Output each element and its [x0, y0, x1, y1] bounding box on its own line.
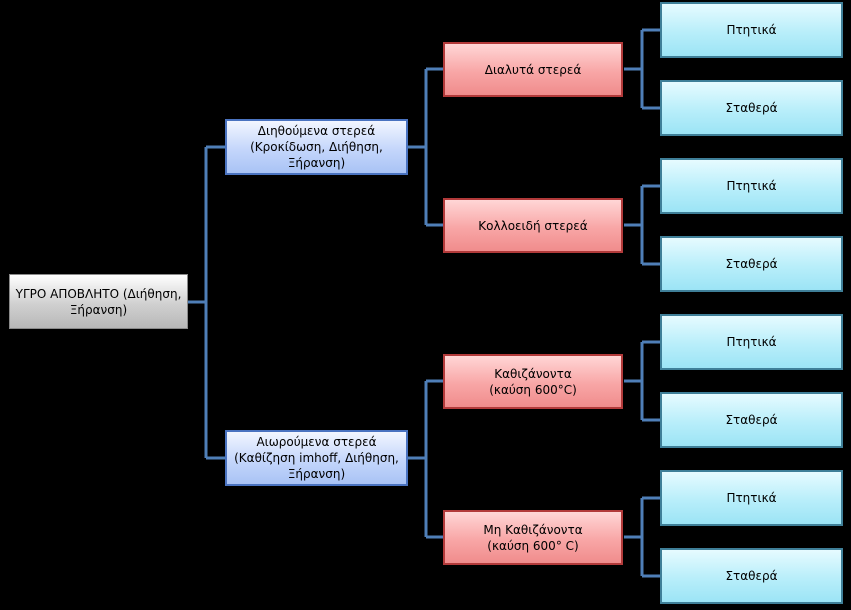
connector-dissolved-branch [408, 67, 443, 227]
settleable-solids-label: Καθιζάνοντα (καύση 600°C) [489, 366, 577, 397]
settleable-fixed-label: Σταθερά [725, 413, 778, 427]
node-colloidal-solids: Κολλοειδή στερεά [443, 198, 623, 253]
colloidal-fixed-label: Σταθερά [725, 257, 778, 271]
suspended-solids-label: Αιωρούμενα στερεά (Καθίζηση imhoff, Διήθ… [234, 435, 399, 481]
node-settleable-solids: Καθιζάνοντα (καύση 600°C) [443, 354, 623, 409]
node-filterable-solids: Διηθούμενα στερεά (Κροκίδωση, Διήθηση, Ξ… [225, 119, 408, 175]
node-colloidal-fixed: Σταθερά [660, 236, 843, 292]
node-colloidal-volatile: Πτητικά [660, 158, 843, 214]
non-settleable-solids-label: Μη Καθιζάνοντα (καύση 600° C) [483, 522, 583, 553]
dissolved-fixed-label: Σταθερά [725, 101, 778, 115]
node-dissolved-volatile: Πτητικά [660, 2, 843, 58]
connector-settleable-leaves [624, 340, 660, 422]
connector-non-settleable-leaves [624, 496, 660, 578]
filterable-solids-label: Διηθούμενα στερεά (Κροκίδωση, Διήθηση, Ξ… [250, 124, 383, 170]
non-settleable-volatile-label: Πτητικά [726, 491, 777, 505]
node-suspended-solids: Αιωρούμενα στερεά (Καθίζηση imhoff, Διήθ… [225, 430, 408, 486]
connector-root-trunk [188, 145, 225, 460]
colloidal-volatile-label: Πτητικά [726, 179, 777, 193]
connector-suspended-branch [408, 379, 443, 539]
non-settleable-fixed-label: Σταθερά [725, 569, 778, 583]
node-dissolved-fixed: Σταθερά [660, 80, 843, 136]
root-label: ΥΓΡΟ ΑΠΟΒΛΗΤΟ (Διήθηση, Ξήρανση) [15, 286, 182, 317]
node-settleable-volatile: Πτητικά [660, 314, 843, 370]
connector-dissolved-leaves [624, 28, 660, 110]
settleable-volatile-label: Πτητικά [726, 335, 777, 349]
colloidal-solids-label: Κολλοειδή στερεά [478, 218, 588, 233]
connector-colloidal-leaves [624, 184, 660, 266]
node-settleable-fixed: Σταθερά [660, 392, 843, 448]
dissolved-volatile-label: Πτητικά [726, 23, 777, 37]
node-non-settleable-solids: Μη Καθιζάνοντα (καύση 600° C) [443, 510, 623, 565]
node-dissolved-solids: Διαλυτά στερεά [443, 42, 623, 97]
dissolved-solids-label: Διαλυτά στερεά [484, 62, 582, 77]
node-non-settleable-volatile: Πτητικά [660, 470, 843, 526]
node-non-settleable-fixed: Σταθερά [660, 548, 843, 604]
root-node-liquid-waste: ΥΓΡΟ ΑΠΟΒΛΗΤΟ (Διήθηση, Ξήρανση) [9, 274, 188, 329]
